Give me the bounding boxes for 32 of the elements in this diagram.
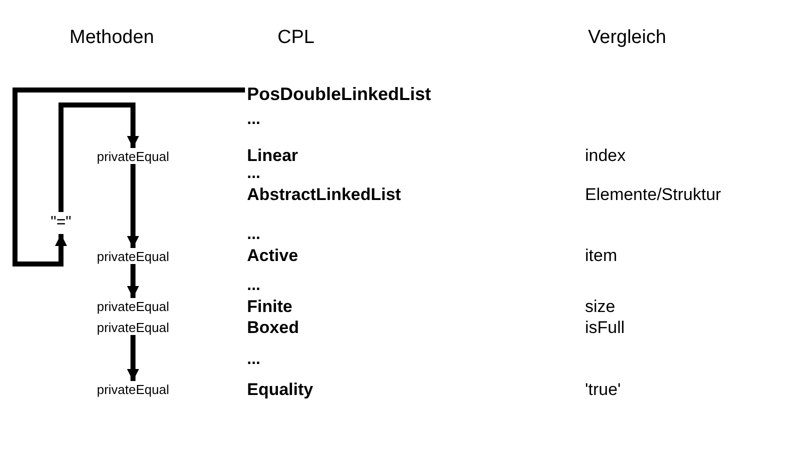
comparison-text: index bbox=[585, 147, 626, 164]
ellipsis: ... bbox=[247, 227, 260, 243]
method-name: privateEqual bbox=[88, 298, 178, 314]
arrow bbox=[127, 164, 139, 248]
comparison-text: item bbox=[585, 247, 618, 264]
comparison-text: isFull bbox=[585, 319, 625, 336]
class-name: AbstractLinkedList bbox=[247, 186, 401, 203]
arrow bbox=[58, 102, 139, 212]
method-name: privateEqual bbox=[88, 381, 178, 397]
ellipsis: ... bbox=[247, 278, 260, 294]
comparison-text: size bbox=[585, 298, 616, 315]
class-name: PosDoubleLinkedList bbox=[247, 84, 457, 104]
ellipsis: ... bbox=[247, 352, 260, 368]
arrow bbox=[12, 88, 245, 266]
column-header: Vergleich bbox=[588, 28, 666, 47]
method-name: privateEqual bbox=[88, 248, 178, 264]
operator-label: "=" bbox=[48, 212, 74, 234]
method-name: privateEqual bbox=[88, 148, 178, 164]
column-header: Methoden bbox=[70, 28, 154, 47]
arrow bbox=[127, 264, 139, 298]
class-name: Linear bbox=[247, 147, 298, 164]
class-name: Finite bbox=[247, 298, 292, 315]
comparison-text: Elemente/Struktur bbox=[585, 186, 722, 203]
arrow bbox=[127, 335, 139, 381]
class-name: Boxed bbox=[247, 319, 299, 336]
class-name: Equality bbox=[247, 381, 314, 398]
ellipsis: ... bbox=[247, 166, 260, 182]
class-name: Active bbox=[247, 247, 298, 264]
comparison-text: 'true' bbox=[585, 381, 621, 398]
column-header: CPL bbox=[278, 28, 314, 47]
ellipsis: ... bbox=[247, 112, 260, 128]
method-name: privateEqual bbox=[88, 319, 178, 335]
